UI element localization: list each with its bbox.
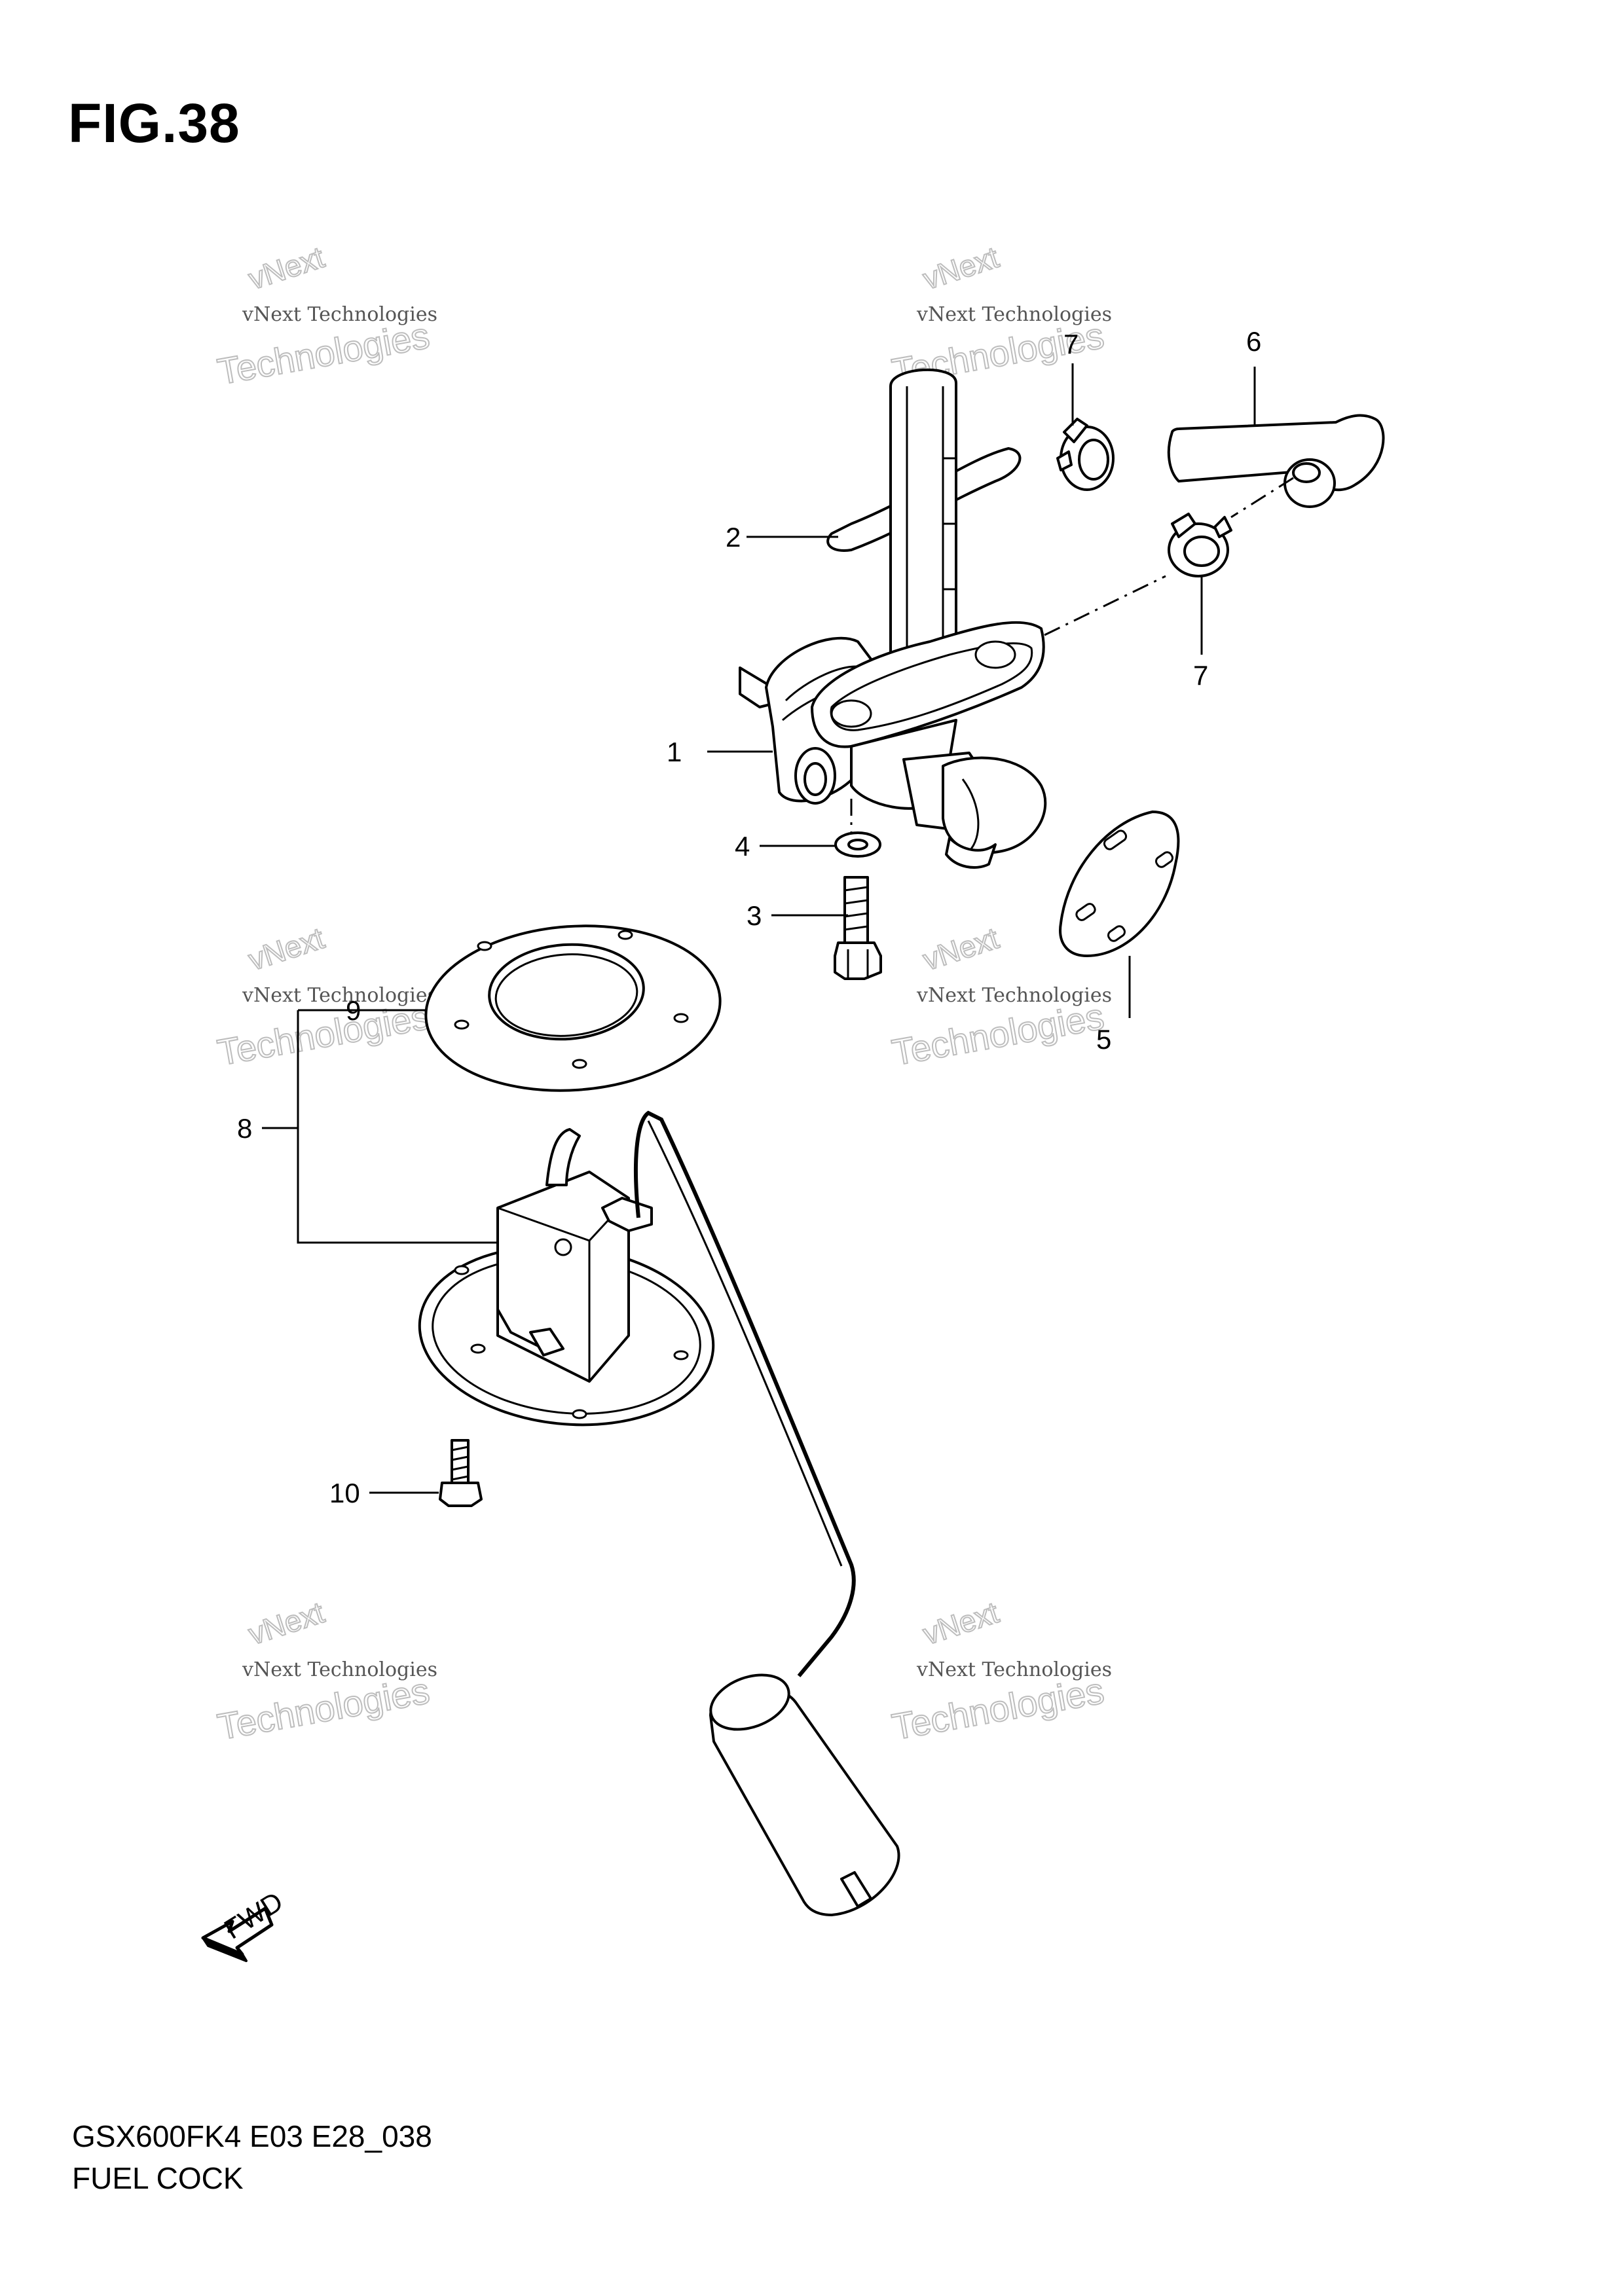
figure-title: FIG.38 (68, 92, 240, 154)
part-4-washer (834, 831, 881, 858)
callout-1: 1 (667, 737, 682, 767)
figure-name: FUEL COCK (72, 2161, 244, 2195)
part-7-hose-clamp-upper (1056, 418, 1115, 491)
part-10-gauge-bolt (439, 1439, 483, 1507)
callout-7-upper: 7 (1063, 329, 1079, 359)
watermark-text: vNext Technologies (916, 984, 1112, 1007)
watermark-vnext: vNext (919, 920, 1003, 977)
watermark-text: vNext Technologies (242, 984, 437, 1007)
callout-4: 4 (735, 831, 750, 862)
watermark-outline: Technologies (889, 1669, 1107, 1747)
callout-10: 10 (329, 1478, 360, 1508)
part-7-hose-clamp-lower (1168, 513, 1232, 577)
callout-9: 9 (346, 995, 361, 1026)
part-1-fuel-cock-body (739, 368, 1166, 869)
watermark-vnext: vNext (244, 240, 328, 296)
watermark-text: vNext Technologies (242, 1658, 437, 1681)
callout-2: 2 (726, 522, 741, 553)
callout-5: 5 (1096, 1024, 1111, 1055)
callout-6: 6 (1246, 326, 1261, 357)
part-3-bolt (834, 876, 882, 980)
watermark-vnext: vNext (244, 1595, 328, 1651)
watermark-vnext: vNext (919, 1595, 1003, 1651)
callout-7-lower: 7 (1193, 660, 1208, 691)
callouts: 1 2 3 4 5 6 7 7 8 9 10 (237, 326, 1261, 1508)
watermark-outline: Technologies (889, 995, 1107, 1073)
part-8-fuel-level-gauge (418, 1110, 900, 1916)
callout-3: 3 (747, 900, 762, 931)
watermark-text: vNext Technologies (916, 1658, 1112, 1681)
watermark-outline: Technologies (215, 995, 433, 1073)
watermark-outline: Technologies (215, 1669, 433, 1747)
fwd-arrow-icon: FWD (201, 1886, 288, 1962)
watermark-text: vNext Technologies (916, 303, 1112, 326)
model-code: GSX600FK4 E03 E28_038 (72, 2119, 432, 2153)
watermark-text: vNext Technologies (242, 303, 437, 326)
part-6-fuel-hose (1167, 414, 1385, 519)
watermark-vnext: vNext (919, 240, 1003, 296)
part-5-plate (1059, 811, 1180, 957)
part-9-gauge-gasket (424, 924, 722, 1092)
callout-8: 8 (237, 1113, 252, 1144)
watermark-outline: Technologies (215, 314, 433, 392)
watermark-vnext: vNext (244, 920, 328, 977)
